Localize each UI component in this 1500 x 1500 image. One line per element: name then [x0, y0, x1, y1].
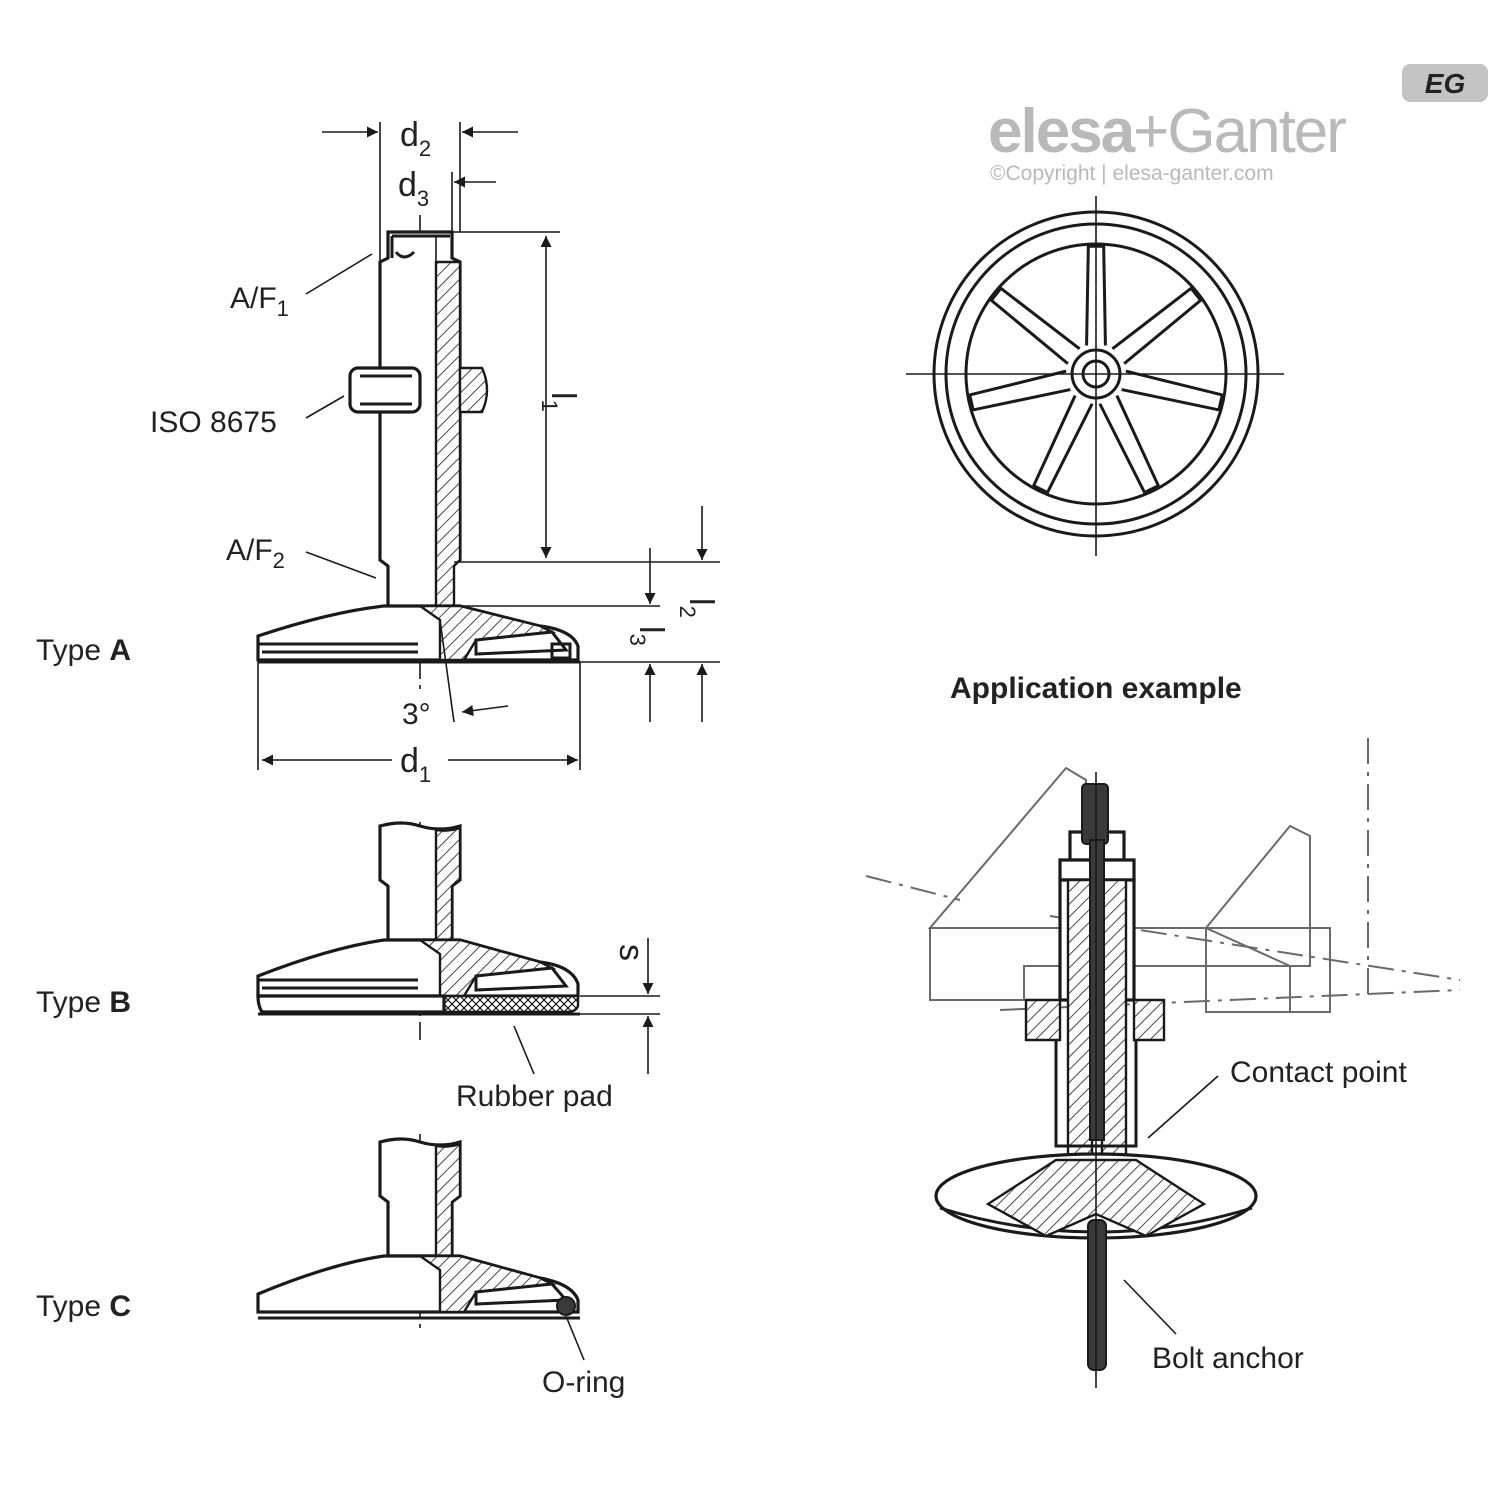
callout-o-ring: O-ring	[542, 1366, 625, 1399]
application-title: Application example	[950, 672, 1242, 705]
type-c-callouts: O-ring Type C	[36, 1290, 625, 1399]
dim-l1-label: l1	[537, 392, 582, 412]
callout-iso: ISO 8675	[150, 406, 277, 439]
brand-name-part1: elesa	[988, 97, 1136, 166]
application-callouts: Contact point Bolt anchor	[1123, 1056, 1407, 1375]
type-c-label: Type C	[36, 1290, 131, 1323]
brand-name: elesa+Ganter	[988, 97, 1346, 166]
brand-badge-box	[1402, 64, 1488, 102]
spoke	[989, 286, 1081, 365]
spoke	[967, 369, 1071, 412]
type-a-dimensions: d2 d3 l1 l3 l2 3° d1	[257, 116, 720, 787]
brand-badge: EG	[1425, 68, 1465, 99]
callout-rubber-pad: Rubber pad	[456, 1080, 613, 1113]
brand-plus: +	[1133, 97, 1167, 166]
dim-l3-label: l3	[625, 626, 670, 646]
spokes	[967, 244, 1225, 495]
type-a-callouts: A/F1 ISO 8675 A/F2 Type A	[36, 253, 377, 667]
dim-d3-label: d3	[398, 166, 429, 211]
application-example	[865, 738, 1461, 1388]
type-c-drawing	[256, 1134, 580, 1330]
type-a-drawing	[256, 215, 580, 690]
brand-copyright: ©Copyright | elesa-ganter.com	[990, 162, 1274, 185]
callout-af2: A/F2	[226, 534, 285, 573]
callout-af1: A/F1	[230, 282, 289, 321]
dim-angle-label: 3°	[402, 698, 431, 731]
type-b-drawing	[256, 821, 580, 1040]
type-a-label: Type A	[36, 634, 131, 667]
spoke	[1121, 369, 1225, 412]
dim-l2-label: l2	[675, 598, 720, 618]
dim-d1-label: d1	[400, 742, 431, 787]
spoke	[1098, 394, 1161, 495]
top-view	[906, 196, 1284, 556]
callout-contact-point: Contact point	[1230, 1056, 1407, 1089]
spoke	[1085, 244, 1107, 346]
spoke	[1111, 286, 1203, 365]
type-b-label: Type B	[36, 986, 131, 1019]
spoke	[1031, 394, 1094, 495]
dim-s-label: s	[612, 944, 650, 961]
dim-d2-label: d2	[400, 116, 431, 161]
brand-logo: EG elesa+Ganter ©Copyright | elesa-gante…	[988, 64, 1488, 185]
callout-bolt-anchor: Bolt anchor	[1152, 1342, 1304, 1375]
brand-name-part2: Ganter	[1167, 97, 1346, 166]
type-b-dimensions: s Rubber pad Type B	[36, 938, 660, 1113]
